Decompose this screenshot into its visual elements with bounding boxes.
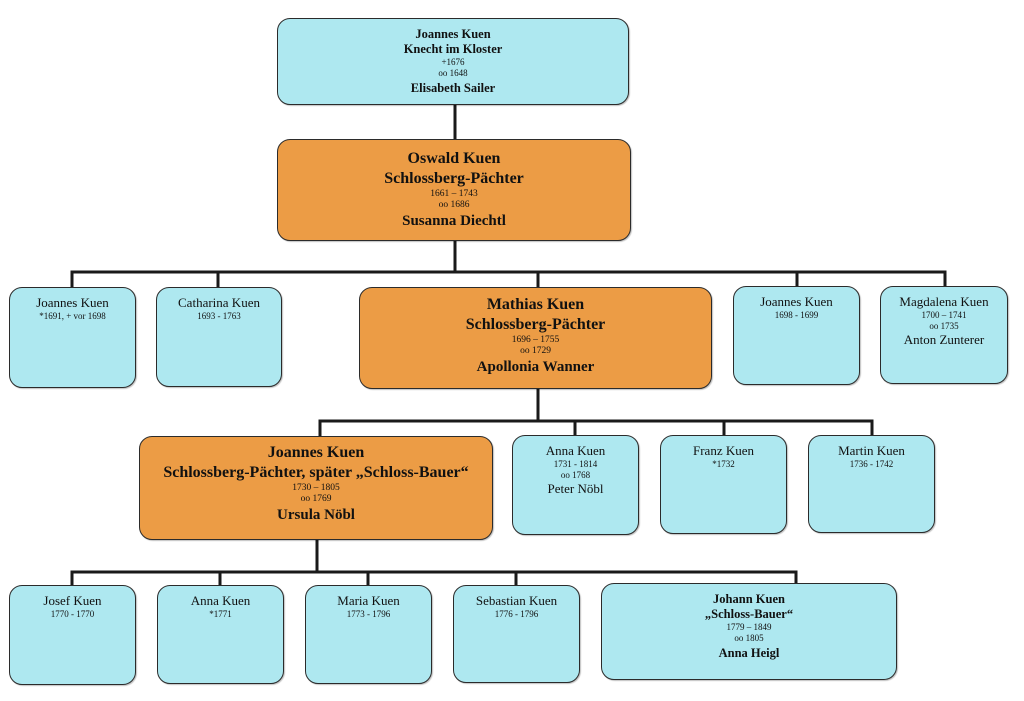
person-dates: 1696 – 1755 (511, 335, 560, 345)
person-name: Anna Kuen (545, 443, 606, 458)
person-dates: 1776 - 1796 (494, 609, 539, 619)
person-name: Johann Kuen (713, 592, 785, 606)
person-role: Knecht im Kloster (403, 42, 503, 56)
person-dates: 1770 - 1770 (50, 609, 95, 619)
person-dates: *1732 (712, 459, 735, 469)
person-maria-kuen: Maria Kuen 1773 - 1796 (305, 585, 432, 684)
person-martin-kuen: Martin Kuen 1736 - 1742 (808, 435, 935, 533)
person-name: Joannes Kuen (760, 294, 833, 309)
person-johann-kuen: Johann Kuen „Schloss-Bauer“ 1779 – 1849 … (601, 583, 897, 680)
person-dates: 1698 - 1699 (774, 310, 819, 320)
person-name: Oswald Kuen (407, 150, 501, 167)
person-spouse: Peter Nöbl (547, 481, 604, 496)
person-death: +1676 (441, 57, 465, 67)
person-dates: *1691, + vor 1698 (39, 311, 106, 321)
person-catharina-kuen: Catharina Kuen 1693 - 1763 (156, 287, 282, 387)
person-role: „Schloss-Bauer“ (704, 607, 794, 621)
person-spouse: Susanna Diechtl (402, 213, 506, 229)
person-dates: 1700 – 1741 (921, 310, 967, 320)
person-dates: 1731 - 1814 (553, 459, 598, 469)
person-dates: 1661 – 1743 (430, 189, 478, 199)
person-anna-kuen-1771: Anna Kuen *1771 (157, 585, 284, 684)
person-name: Mathias Kuen (486, 296, 585, 313)
person-magdalena-kuen: Magdalena Kuen 1700 – 1741 oo 1735 Anton… (880, 286, 1008, 384)
person-spouse: Anna Heigl (718, 646, 780, 660)
person-dates: *1771 (209, 609, 232, 619)
person-dates: 1736 - 1742 (849, 459, 894, 469)
person-anna-kuen-1731: Anna Kuen 1731 - 1814 oo 1768 Peter Nöbl (512, 435, 639, 535)
person-marriage: oo 1648 (438, 68, 468, 78)
person-sebastian-kuen: Sebastian Kuen 1776 - 1796 (453, 585, 580, 683)
person-spouse: Elisabeth Sailer (410, 81, 496, 95)
person-dates: 1779 – 1849 (726, 622, 772, 632)
person-dates: 1773 - 1796 (346, 609, 391, 619)
person-name: Anna Kuen (190, 593, 251, 608)
person-joannes-kuen-1698: Joannes Kuen 1698 - 1699 (733, 286, 860, 385)
person-spouse: Apollonia Wanner (476, 359, 595, 375)
person-oswald-kuen: Oswald Kuen Schlossberg-Pächter 1661 – 1… (277, 139, 631, 241)
person-role: Schlossberg-Pächter (465, 316, 606, 333)
person-name: Maria Kuen (337, 593, 400, 608)
person-spouse: Anton Zunterer (903, 332, 985, 347)
person-marriage: oo 1729 (520, 346, 551, 356)
person-name: Josef Kuen (43, 593, 102, 608)
person-name: Franz Kuen (692, 443, 754, 458)
person-dates: 1693 - 1763 (197, 311, 241, 321)
person-name: Joannes Kuen (36, 295, 109, 310)
person-name: Catharina Kuen (178, 295, 260, 310)
person-name: Joannes Kuen (267, 444, 365, 461)
person-name: Joannes Kuen (415, 27, 491, 41)
person-marriage: oo 1805 (734, 633, 764, 643)
person-marriage: oo 1735 (929, 321, 959, 331)
person-joannes-kuen-1730: Joannes Kuen Schlossberg-Pächter, später… (139, 436, 493, 540)
person-marriage: oo 1686 (438, 200, 470, 210)
person-name: Magdalena Kuen (899, 294, 989, 309)
person-mathias-kuen: Mathias Kuen Schlossberg-Pächter 1696 – … (359, 287, 712, 389)
person-franz-kuen: Franz Kuen *1732 (660, 435, 787, 534)
person-spouse: Ursula Nöbl (277, 507, 355, 523)
person-role: Schlossberg-Pächter, später „Schloss-Bau… (163, 464, 469, 481)
person-role: Schlossberg-Pächter (384, 170, 524, 187)
person-marriage: oo 1769 (300, 494, 332, 504)
person-name: Sebastian Kuen (475, 593, 558, 608)
person-joannes-kuen-root: Joannes Kuen Knecht im Kloster +1676 oo … (277, 18, 629, 105)
person-name: Martin Kuen (838, 443, 905, 458)
person-dates: 1730 – 1805 (292, 483, 340, 493)
person-marriage: oo 1768 (560, 470, 591, 480)
person-josef-kuen: Josef Kuen 1770 - 1770 (9, 585, 136, 685)
person-joannes-kuen-1691: Joannes Kuen *1691, + vor 1698 (9, 287, 136, 388)
